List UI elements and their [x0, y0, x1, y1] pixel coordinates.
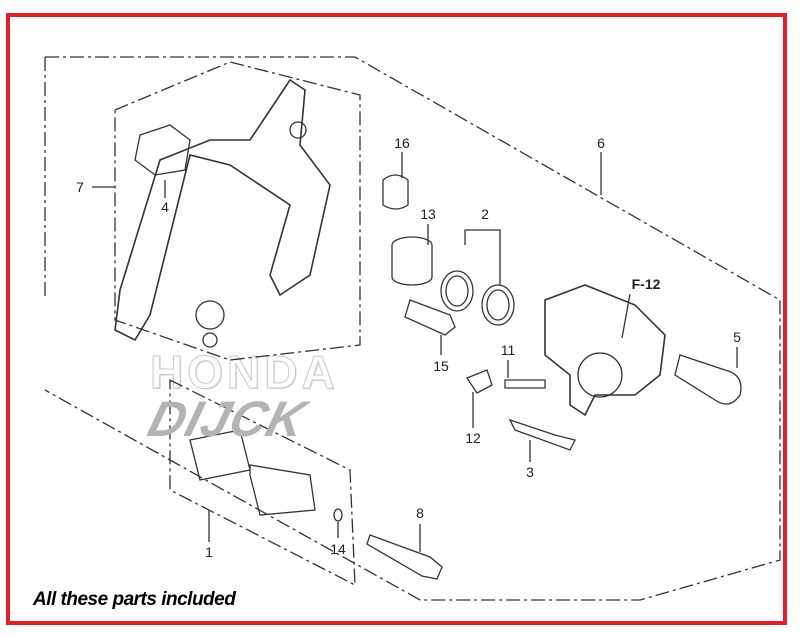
- piston-13: [391, 236, 433, 286]
- part-label-4: 4: [161, 199, 169, 215]
- pin-5: [674, 354, 742, 405]
- caption: All these parts included: [33, 589, 236, 610]
- honda-watermark: HONDA: [150, 346, 339, 399]
- clip-14: [333, 508, 343, 522]
- part-label-3: 3: [526, 464, 534, 480]
- pin-15: [404, 299, 456, 336]
- cap-12: [466, 369, 493, 394]
- pin-8: [366, 534, 443, 580]
- part-label-11: 11: [500, 342, 516, 358]
- part-label-5: 5: [733, 329, 741, 345]
- pad-outline: [169, 378, 356, 587]
- part-label-1: 1: [205, 544, 213, 560]
- part-label-12: 12: [465, 430, 481, 446]
- part-label-6: 6: [597, 135, 605, 151]
- seal-2b: [481, 284, 515, 326]
- bleeder-11: [504, 379, 546, 389]
- red-border-frame: [6, 13, 787, 625]
- bracket-outline: [114, 61, 361, 361]
- caliper-bracket: [114, 78, 331, 342]
- bolt-16: [382, 174, 409, 210]
- pad-spring: [134, 124, 191, 176]
- pad-b: [249, 464, 316, 516]
- plate-3: [508, 418, 576, 451]
- seal-2a: [440, 270, 474, 312]
- part-label-7: 7: [76, 179, 84, 195]
- part-label-16: 16: [394, 135, 410, 151]
- caliper-body: [544, 284, 666, 417]
- seller-watermark: DIJCK: [142, 391, 313, 447]
- part-label-13: 13: [420, 206, 436, 222]
- part-label-8: 8: [416, 505, 424, 521]
- part-label-15: 15: [433, 358, 449, 374]
- reference-label-f12: F-12: [631, 276, 661, 292]
- part-label-2: 2: [481, 206, 489, 222]
- part-label-14: 14: [330, 541, 346, 557]
- assembly-outline: [44, 56, 781, 601]
